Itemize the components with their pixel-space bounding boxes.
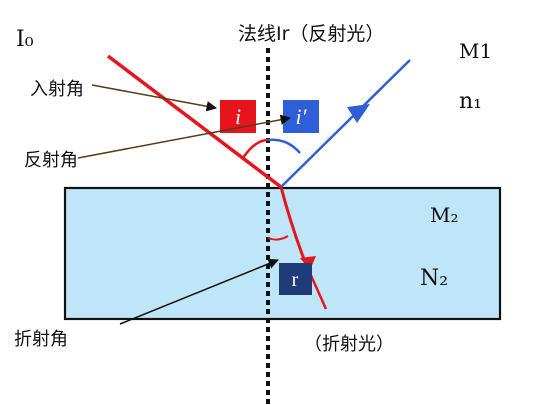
box-i-prime-text: i′ [296,104,308,129]
box-i-text: i [235,104,241,129]
label-normal-line: 法线Ir（反射光） [238,23,384,45]
label-incidence-angle: 入射角 [30,79,84,100]
reflection-angle-arc [267,138,301,154]
label-refraction-angle: 折射角 [14,329,68,350]
incident-ray [106,54,283,189]
refracted-ray [279,186,307,263]
medium-block [63,186,502,321]
label-medium2: M₂ [430,203,459,227]
pointer-refraction-angle [119,258,279,325]
pointer-incidence-angle [91,84,218,112]
label-incident-ray: I₀ [16,27,34,52]
refraction-angle-arc [267,235,289,241]
reflected-arrow-head [347,104,370,123]
box-r [279,263,312,295]
incidence-angle-arc [241,138,269,159]
label-n1: n₁ [459,89,482,114]
box-r-text: r [292,269,299,291]
reflected-ray [280,59,411,188]
label-refracted-light: （折射光） [304,334,394,355]
label-reflection-angle: 反射角 [24,150,78,171]
label-medium1: M1 [459,39,492,63]
label-n2: N₂ [420,266,448,291]
pointer-reflection-angle [77,114,292,159]
